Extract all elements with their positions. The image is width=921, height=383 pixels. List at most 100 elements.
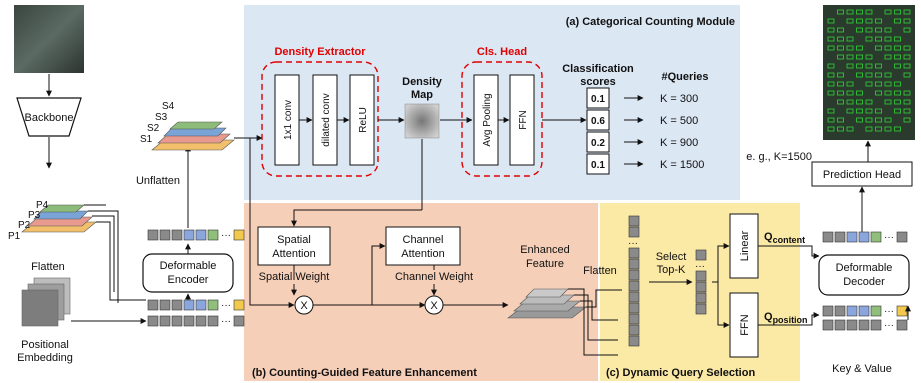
enhanced-feature-label-1: Enhanced — [520, 244, 570, 256]
unflatten-label: Unflatten — [136, 175, 180, 187]
detection-box — [875, 90, 882, 96]
ellipsis: ··· — [884, 320, 894, 331]
token — [822, 319, 834, 331]
detection-box — [837, 36, 844, 42]
detection-box — [875, 81, 882, 87]
detection-box — [865, 36, 873, 42]
token — [628, 258, 640, 270]
token — [628, 247, 640, 259]
detection-box — [875, 45, 882, 51]
detection-box — [903, 72, 911, 78]
detection-box — [846, 63, 854, 69]
example-k-label: e. g., K=1500 — [746, 151, 812, 163]
detection-box — [884, 45, 892, 51]
token — [628, 215, 640, 227]
detection-box — [856, 45, 863, 51]
detection-box — [865, 72, 873, 78]
token — [183, 315, 195, 327]
multiply-channel-label: X — [430, 300, 438, 312]
detection-box — [894, 90, 901, 96]
detection-box — [837, 72, 844, 78]
detection-box — [827, 81, 835, 87]
positional-embedding-stack — [21, 277, 71, 327]
ellipsis: ··· — [628, 238, 638, 249]
detection-box — [865, 108, 873, 114]
detection-box — [903, 54, 911, 60]
detection-box — [865, 81, 873, 87]
decoder-label-2: Decoder — [843, 276, 885, 288]
score-0: 0.1 — [591, 94, 605, 105]
detection-box — [837, 45, 844, 51]
detection-box — [856, 99, 863, 105]
layer-ffn-cls: FFN — [518, 110, 529, 129]
detection-box — [827, 18, 835, 24]
prediction-head-label: Prediction Head — [823, 169, 901, 181]
detection-box — [875, 126, 882, 132]
detection-box — [884, 117, 892, 123]
token — [822, 231, 834, 243]
token — [834, 231, 846, 243]
token — [822, 305, 834, 317]
detection-box — [827, 63, 835, 69]
token — [858, 231, 870, 243]
detection-box — [894, 81, 901, 87]
token — [695, 292, 707, 304]
select-topk-label-2: Top-K — [657, 264, 686, 276]
enhanced-feature-label-2: Feature — [526, 258, 564, 270]
detection-box — [903, 27, 911, 33]
token — [159, 299, 171, 311]
detection-box — [827, 36, 835, 42]
encoder-tokens-top: ··· — [147, 229, 245, 241]
q-position-label: Qposition — [764, 311, 808, 325]
classification-scores-label-1: Classification — [562, 63, 634, 75]
channel-attention-block — [385, 226, 461, 266]
layer-dilated-conv: dilated conv — [321, 93, 332, 146]
score-2: 0.2 — [591, 138, 605, 149]
detection-box — [865, 117, 873, 123]
topk-token-column: ··· — [695, 249, 707, 315]
detection-box — [903, 45, 911, 51]
detection-box — [884, 90, 892, 96]
deformable-decoder-block — [818, 254, 910, 296]
detection-box — [894, 9, 901, 15]
token — [183, 229, 195, 241]
linear-label: Linear — [739, 230, 751, 261]
ellipsis: ··· — [221, 230, 231, 241]
backbone-label: Backbone — [25, 112, 74, 124]
ellipsis: ··· — [221, 316, 231, 327]
s4-label: S4 — [162, 101, 175, 112]
linear-block — [729, 213, 759, 279]
token — [858, 319, 870, 331]
enhanced-feature-pyramid — [507, 288, 587, 319]
density-map — [404, 103, 440, 139]
detection-box — [837, 9, 844, 15]
p3-label: P3 — [28, 210, 41, 221]
detection-box — [827, 117, 835, 123]
spatial-attention-block — [257, 226, 331, 266]
query-k-1: K = 500 — [660, 115, 698, 127]
detection-box — [837, 99, 844, 105]
token — [628, 335, 640, 347]
input-image — [14, 5, 84, 73]
p2-label: P2 — [18, 220, 31, 231]
detection-box — [856, 63, 863, 69]
detection-overlay — [827, 9, 911, 132]
detection-box — [903, 90, 911, 96]
token — [846, 305, 858, 317]
extractor-layers — [274, 74, 375, 166]
token — [628, 313, 640, 325]
decoder-tokens-top: ··· — [822, 231, 908, 243]
classification-scores-label-2: scores — [580, 76, 615, 88]
token — [195, 229, 207, 241]
positional-label-1: Positional — [21, 339, 69, 351]
channel-attention-label-1: Channel — [403, 234, 444, 246]
detection-box — [894, 63, 901, 69]
detection-box — [846, 81, 854, 87]
cls-head-region — [461, 61, 543, 177]
detection-box — [884, 9, 892, 15]
token — [870, 231, 882, 243]
detection-box — [846, 36, 854, 42]
encoder-label-1: Deformable — [160, 260, 217, 272]
decoder-label-1: Deformable — [836, 262, 893, 274]
